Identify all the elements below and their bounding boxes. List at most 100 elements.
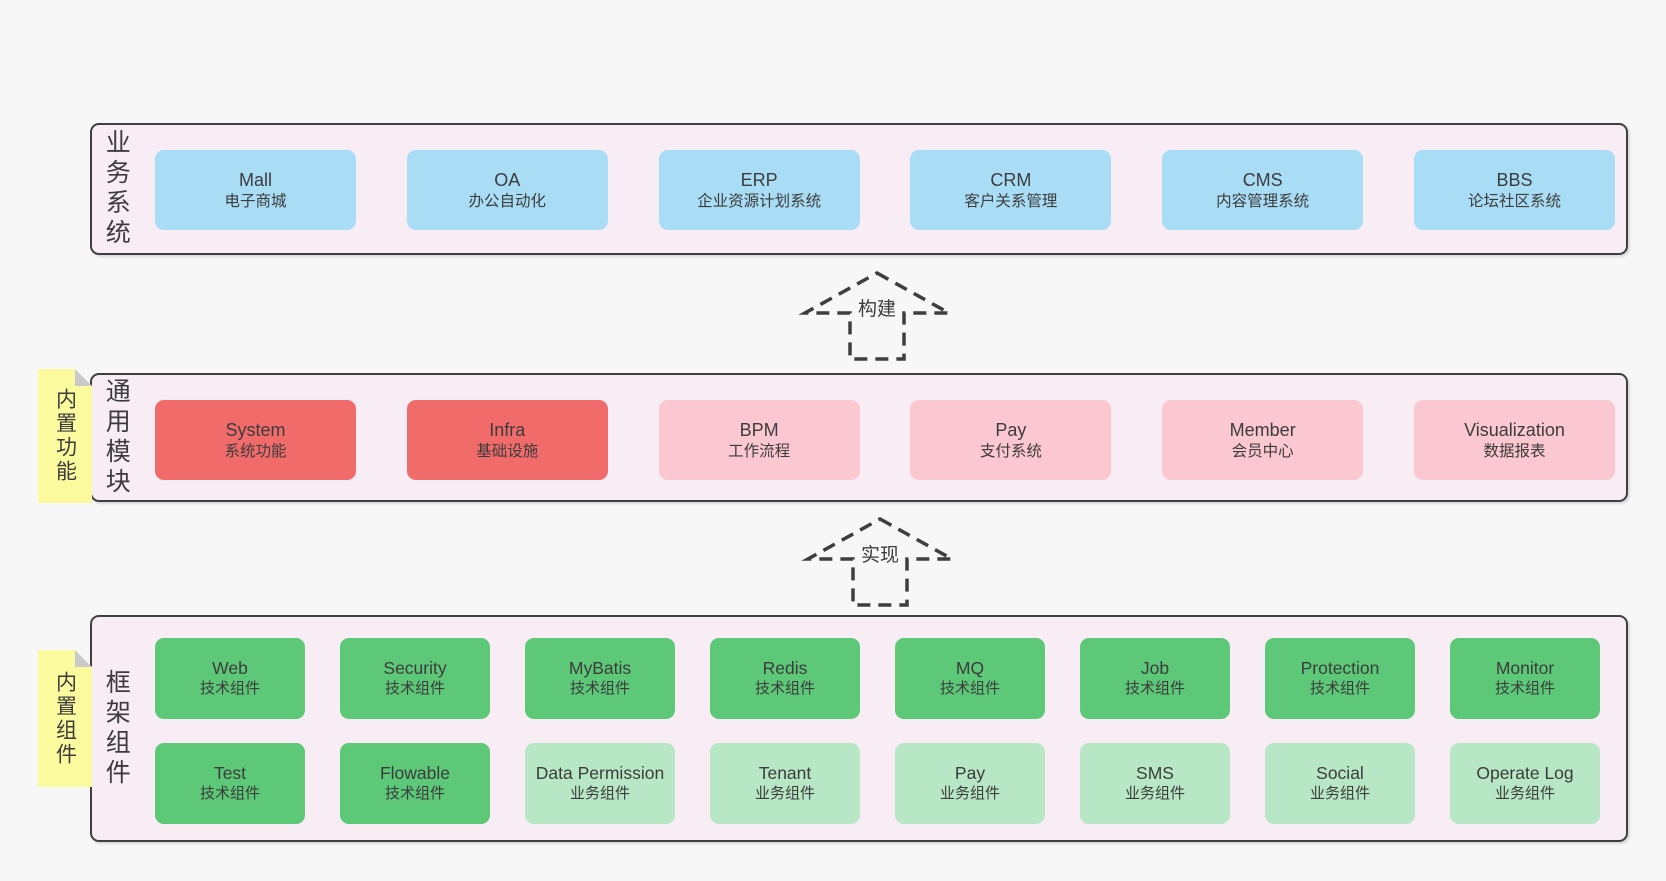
arrow-implement-up: 实现 (800, 516, 960, 608)
box-subtitle: 系统功能 (224, 443, 287, 461)
box-title: Visualization (1464, 419, 1565, 440)
box-subtitle: 数据报表 (1483, 443, 1546, 461)
band-common-modules: 通用模块 System 系统功能 Infra 基础设施 BPM 工作流程 Pay 支付系统 Me… (90, 373, 1628, 502)
box-subtitle: 技术组件 (199, 680, 260, 698)
box-title: BPM (739, 419, 779, 440)
box-subtitle: 会员中心 (1231, 443, 1294, 461)
box-title: Security (383, 658, 447, 679)
sticky-note-built-in-components: 内置组件 (38, 650, 92, 787)
box-system: System 系统功能 (155, 400, 356, 480)
box-title: Member (1229, 419, 1296, 440)
box-subtitle: 业务组件 (569, 785, 630, 803)
box-bbs: BBS 论坛社区系统 (1413, 150, 1615, 230)
box-subtitle: 业务组件 (939, 785, 1000, 803)
box-subtitle: 技术组件 (569, 680, 630, 698)
box-subtitle: 基础设施 (476, 443, 539, 461)
box-title: Pay (954, 763, 986, 784)
box-subtitle: 业务组件 (1494, 785, 1555, 803)
box-infra: Infra 基础设施 (406, 400, 608, 480)
arrow-build-label: 构建 (853, 294, 901, 321)
band-modules-label: 通用模块 (102, 377, 131, 498)
box-subtitle: 论坛社区系统 (1467, 193, 1561, 211)
box-subtitle: 业务组件 (1124, 785, 1185, 803)
box-title: MyBatis (568, 658, 632, 679)
sticky-note-label: 内置组件 (53, 670, 77, 767)
band-business-label: 业务系统 (102, 129, 131, 249)
box-subtitle: 技术组件 (939, 680, 1000, 698)
box-title: Web (212, 658, 248, 679)
box-oa: OA 办公自动化 (406, 150, 608, 230)
sticky-fold-corner-icon (75, 369, 92, 386)
box-title: Protection (1300, 658, 1380, 679)
box-subtitle: 客户关系管理 (964, 193, 1058, 211)
arrow-build-up: 构建 (797, 270, 957, 362)
box-title: Test (213, 763, 247, 784)
arrow-implement-label: 实现 (856, 540, 904, 567)
common-modules-row: System 系统功能 Infra 基础设施 BPM 工作流程 Pay 支付系统 Member 会… (155, 400, 1615, 480)
box-subtitle: 技术组件 (754, 680, 815, 698)
box-title: Pay (995, 419, 1027, 440)
box-title: Flowable (379, 763, 451, 784)
box-title: Social (1316, 763, 1364, 784)
box-bpm: BPM 工作流程 (658, 400, 860, 480)
box-title: Infra (489, 419, 526, 440)
box-subtitle: 内容管理系统 (1216, 193, 1310, 211)
box-title: Tenant (758, 763, 812, 784)
box-subtitle: 业务组件 (1309, 785, 1370, 803)
box-subtitle: 办公自动化 (468, 193, 547, 211)
box-title: Monitor (1495, 658, 1555, 679)
box-visualization: Visualization 数据报表 (1413, 400, 1615, 480)
box-cms: CMS 内容管理系统 (1162, 150, 1364, 230)
box-title: ERP (740, 169, 778, 190)
box-subtitle: 支付系统 (979, 443, 1042, 461)
box-title: Job (1140, 658, 1170, 679)
box-subtitle: 技术组件 (199, 785, 260, 803)
sticky-note-label: 内置功能 (53, 388, 77, 484)
box-subtitle: 技术组件 (1124, 680, 1185, 698)
box-title: System (225, 419, 286, 440)
box-title: Data Permission (535, 763, 665, 784)
box-erp: ERP 企业资源计划系统 (658, 150, 860, 230)
dashed-up-arrow-icon (798, 270, 956, 361)
box-title: Operate Log (1476, 763, 1574, 784)
box-title: Redis (762, 658, 808, 679)
dashed-up-arrow-icon (801, 516, 959, 607)
box-subtitle: 技术组件 (384, 785, 445, 803)
box-subtitle: 技术组件 (384, 680, 445, 698)
box-title: OA (494, 169, 521, 190)
box-subtitle: 电子商城 (224, 193, 287, 211)
box-title: MQ (955, 658, 985, 679)
box-subtitle: 技术组件 (1494, 680, 1555, 698)
box-mall: Mall 电子商城 (155, 150, 356, 230)
band-components-label: 框架组件 (102, 668, 131, 789)
box-title: BBS (1496, 169, 1533, 190)
box-subtitle: 企业资源计划系统 (697, 193, 822, 211)
box-subtitle: 技术组件 (1309, 680, 1370, 698)
box-title: CMS (1242, 169, 1283, 190)
box-title: Mall (238, 169, 272, 190)
box-subtitle: 工作流程 (728, 443, 791, 461)
box-member: Member 会员中心 (1162, 400, 1364, 480)
sticky-note-built-in-features: 内置功能 (38, 369, 92, 503)
